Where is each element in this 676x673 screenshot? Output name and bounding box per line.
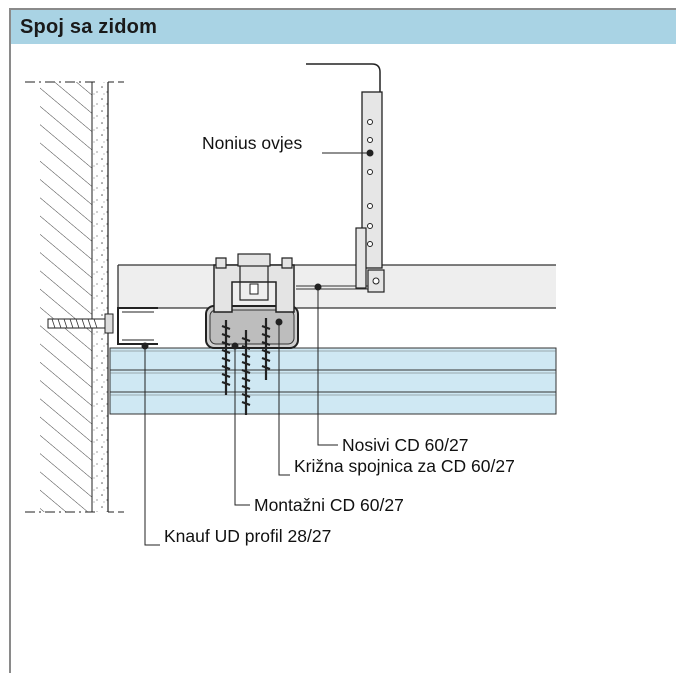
label-cross-connector: Križna spojnica za CD 60/27 [294, 456, 515, 476]
cross-connector [213, 253, 295, 313]
ud-profile [117, 307, 158, 345]
plaster-layer [92, 81, 125, 513]
main-cd-profile [117, 264, 556, 309]
panel-frame [9, 8, 676, 673]
masonry-wall [25, 81, 95, 513]
wall-anchor [47, 313, 114, 334]
page-title: Spoj sa zidom [20, 16, 158, 38]
screws [221, 318, 271, 415]
nonius-hanger [306, 63, 385, 293]
header-bar [11, 10, 676, 44]
label-mounting-cd: Montažni CD 60/27 [254, 495, 404, 515]
label-main-cd: Nosivi CD 60/27 [342, 435, 469, 455]
label-ud-profile: Knauf UD profil 28/27 [164, 526, 332, 546]
plasterboard-layers [109, 347, 557, 415]
label-nonius-hanger: Nonius ovjes [202, 133, 303, 153]
leader-lines [141, 152, 370, 546]
